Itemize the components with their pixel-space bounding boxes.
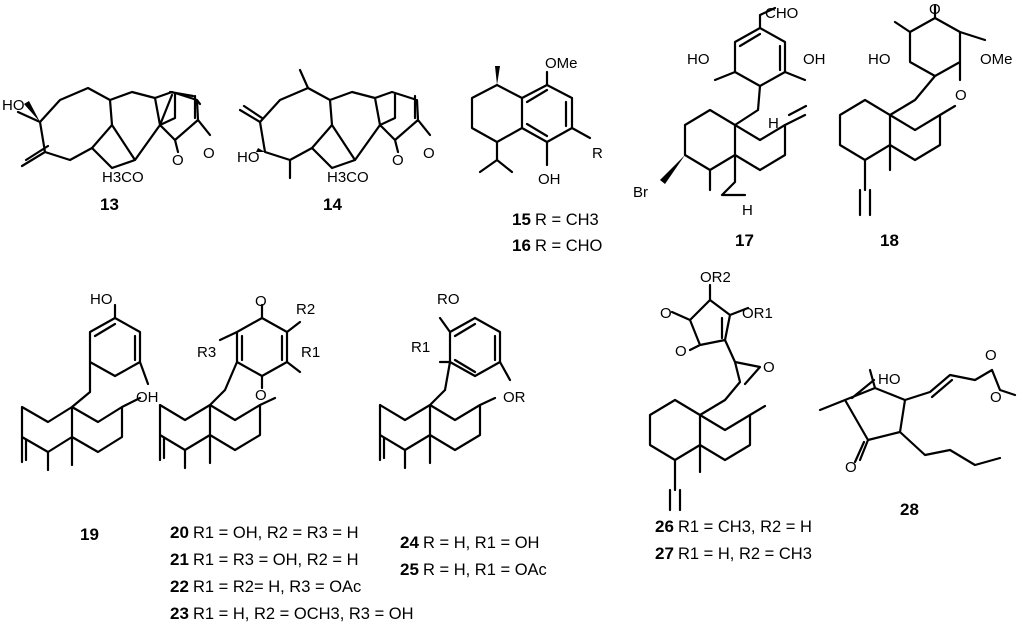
- structure-26-atom-or2: OR2: [700, 269, 731, 286]
- structure-28-atom-o-carbonyl-ester: O: [985, 347, 997, 364]
- structure-20-caption: R1 = OH, R2 = R3 = H: [193, 524, 359, 542]
- structure-18-atom-o-top: O: [929, 1, 941, 18]
- structure-28-atom-o-ester: O: [990, 389, 1002, 406]
- structure-27-caption: R1 = H, R2 = CH3: [678, 545, 812, 563]
- structure-17-atom-cho: CHO: [765, 5, 798, 22]
- structure-15-atom-ome: OMe: [545, 55, 578, 72]
- structure-17-atom-br: Br: [633, 184, 648, 201]
- structure-16-label: 16: [512, 236, 531, 255]
- structure-17-atom-h-top: H: [768, 115, 779, 132]
- structure-23-label: 23: [170, 604, 189, 623]
- structure-15-atom-oh: OH: [538, 171, 561, 188]
- structure-15-16: OMe OH R 15 R = CH3 16 R = CHO: [470, 55, 603, 255]
- structure-13-atom-ho: HO: [2, 97, 25, 114]
- structure-13-label: 13: [100, 195, 119, 214]
- structure-16-caption: R = CHO: [535, 237, 603, 255]
- structure-18-atom-ome: OMe: [980, 51, 1013, 68]
- structure-18-atom-o-bottom: O: [955, 87, 967, 104]
- structure-15-atom-r: R: [592, 145, 603, 162]
- structure-17-label: 17: [735, 231, 754, 250]
- structure-25-label: 25: [400, 560, 419, 579]
- structure-17-atom-ho: HO: [687, 51, 710, 68]
- structure-14-atom-o-ring: O: [392, 152, 404, 169]
- structure-14: HO H3CO O O 14: [237, 68, 435, 214]
- structure-23-caption: R1 = H, R2 = OCH3, R3 = OH: [193, 605, 414, 623]
- structure-17-atom-oh: OH: [803, 51, 826, 68]
- structure-28: HO O O O 28: [818, 347, 1017, 519]
- structure-26-atom-o-ketone: O: [763, 359, 775, 376]
- structure-28-atom-o-ketone: O: [845, 459, 857, 476]
- structure-19-atom-ho: HO: [90, 291, 113, 308]
- structure-27-label: 27: [655, 544, 674, 563]
- structure-26-atom-o-lactone: O: [675, 343, 687, 360]
- structure-14-label: 14: [323, 195, 342, 214]
- structure-13: HO H3CO O O 13: [2, 86, 215, 214]
- structure-25-caption: R = H, R1 = OAc: [423, 561, 547, 579]
- structure-18-label: 18: [880, 231, 899, 250]
- structure-20-23: O R2 R3 R1 O 20 R1 = OH, R2 = R3 = H 21 …: [158, 293, 414, 623]
- structure-22-label: 22: [170, 577, 189, 596]
- structure-15-caption: R = CH3: [535, 211, 599, 229]
- structure-26-atom-or1: OR1: [742, 305, 773, 322]
- structure-17: CHO HO OH H Br H 17: [633, 5, 826, 250]
- structure-20-label: 20: [170, 523, 189, 542]
- structure-26-label: 26: [655, 517, 674, 536]
- structure-19: HO OH 19: [20, 291, 159, 544]
- structure-13-atom-h3co: H3CO: [102, 169, 144, 186]
- structure-20-atom-o-bottom: O: [255, 387, 267, 404]
- structure-24-25: RO R1 OR 24 R = H, R1 = OH 25 R = H, R1 …: [378, 291, 547, 579]
- structure-20-atom-r2: R2: [296, 301, 315, 318]
- structure-15-label: 15: [512, 210, 531, 229]
- structure-18: O HO OMe O 18: [838, 1, 1013, 250]
- structure-26-atom-o-ring: O: [660, 305, 672, 322]
- structure-17-atom-h-bottom: H: [742, 202, 753, 219]
- structure-19-atom-oh: OH: [136, 389, 159, 406]
- structure-19-label: 19: [80, 525, 99, 544]
- structure-24-atom-or: OR: [503, 389, 526, 406]
- structure-21-label: 21: [170, 550, 189, 569]
- structure-24-caption: R = H, R1 = OH: [423, 534, 539, 552]
- structure-14-atom-h3co: H3CO: [327, 169, 369, 186]
- structure-18-atom-ho: HO: [868, 51, 891, 68]
- structure-20-atom-o-top: O: [255, 293, 267, 310]
- structure-22-caption: R1 = R2= H, R3 = OAc: [193, 578, 361, 596]
- structure-26-27: OR2 OR1 O O O 26 R1 = CH3, R2 = H 27 R1 …: [648, 269, 812, 563]
- structure-20-atom-r3: R3: [197, 344, 216, 361]
- structure-24-atom-ro: RO: [437, 291, 460, 308]
- structure-21-caption: R1 = R3 = OH, R2 = H: [193, 551, 359, 569]
- structure-24-label: 24: [400, 533, 419, 552]
- structure-26-caption: R1 = CH3, R2 = H: [678, 518, 812, 536]
- structure-24-atom-r1: R1: [411, 339, 430, 356]
- structure-28-label: 28: [900, 500, 919, 519]
- structure-28-atom-ho: HO: [878, 371, 901, 388]
- structure-20-atom-r1: R1: [301, 344, 320, 361]
- structure-14-atom-o-carbonyl: O: [423, 145, 435, 162]
- structure-13-atom-o-ring: O: [172, 152, 184, 169]
- structure-14-atom-ho: HO: [237, 149, 260, 166]
- structure-13-atom-o-carbonyl: O: [203, 145, 215, 162]
